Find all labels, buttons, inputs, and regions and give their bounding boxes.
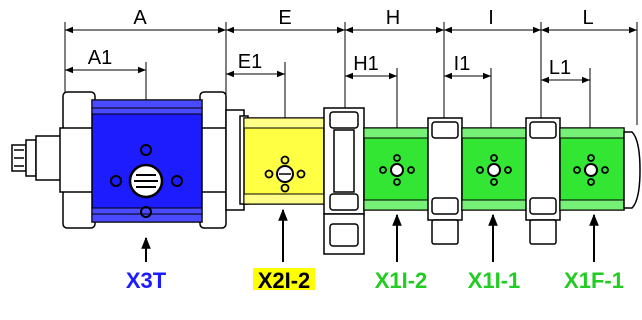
label-x2i-2-highlight: [253, 268, 315, 290]
label-x1i-2: X1I-2: [375, 268, 428, 293]
dim-E: E: [278, 7, 291, 29]
dim-I: I: [488, 7, 494, 29]
section-x1i-1: [461, 127, 527, 211]
label-x2i-2: X2I-2: [258, 268, 311, 293]
pointer-arrows: [141, 208, 599, 262]
flange-3: [427, 117, 463, 245]
drive-shaft: [11, 135, 65, 181]
dim-E1: E1: [238, 51, 262, 73]
label-x1i-1: X1I-1: [468, 268, 521, 293]
section-x2i-2: [243, 117, 325, 205]
flange-4: [525, 117, 561, 245]
dim-L1: L1: [549, 57, 571, 79]
dimension-lines: [65, 26, 637, 84]
dim-A: A: [133, 7, 147, 29]
dim-I1: I1: [454, 53, 471, 75]
label-x3t: X3T: [126, 268, 167, 293]
section-x1f-1: [559, 127, 641, 211]
dim-A1: A1: [88, 47, 112, 69]
section-x3t: [59, 91, 227, 229]
section-x1i-2: [363, 127, 429, 211]
dim-L: L: [582, 7, 593, 29]
flange-2: [323, 107, 365, 255]
label-x1f-1: X1F-1: [564, 268, 624, 293]
dim-H: H: [386, 7, 400, 29]
dim-H1: H1: [353, 53, 379, 75]
